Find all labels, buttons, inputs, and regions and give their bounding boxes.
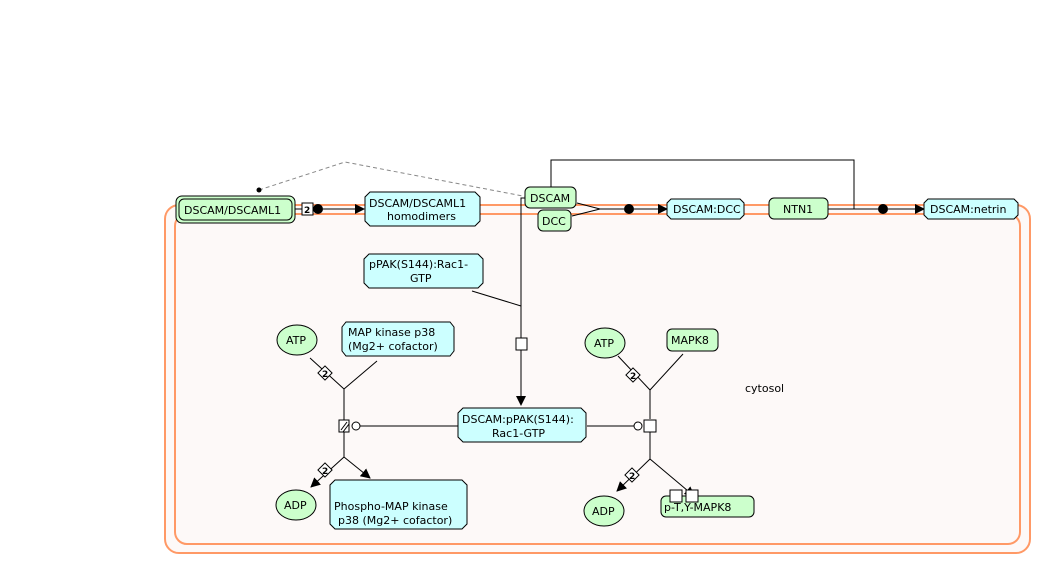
node-adp-left[interactable]: ADP: [275, 489, 317, 521]
node-ntn1[interactable]: NTN1: [768, 197, 829, 220]
svg-text:DSCAM/DSCAML1: DSCAM/DSCAML1: [369, 197, 466, 210]
reaction-netrin[interactable]: [878, 204, 888, 214]
svg-text:ADP: ADP: [592, 505, 615, 518]
cytosol-compartment[interactable]: [174, 213, 1021, 545]
svg-text:ATP: ATP: [594, 337, 614, 350]
node-atp-left[interactable]: ATP: [276, 324, 318, 356]
svg-text:MAPK8: MAPK8: [671, 334, 709, 347]
stoich-atp-right: 2: [625, 367, 641, 383]
node-atp-right[interactable]: ATP: [584, 327, 626, 359]
svg-text:DSCAM: DSCAM: [530, 192, 570, 205]
svg-text:DSCAM/DSCAML1: DSCAM/DSCAML1: [184, 204, 281, 217]
svg-text:homodimers: homodimers: [387, 210, 456, 223]
phospho-site-1: [669, 489, 683, 503]
svg-text:2: 2: [322, 467, 328, 477]
svg-text:2: 2: [629, 472, 635, 482]
svg-text:DSCAM:pPAK(S144):: DSCAM:pPAK(S144):: [462, 413, 574, 426]
node-ppak-rac1-gtp[interactable]: pPAK(S144):Rac1- GTP: [363, 253, 484, 289]
svg-text:2: 2: [322, 370, 328, 380]
stoich-adp-left: 2: [317, 462, 333, 478]
svg-text:2: 2: [304, 206, 310, 216]
node-adp-right[interactable]: ADP: [583, 495, 625, 527]
svg-text:DCC: DCC: [542, 215, 566, 228]
node-dscam-dscaml1[interactable]: DSCAM/DSCAML1: [175, 195, 296, 224]
svg-text:p-T,Y-MAPK8: p-T,Y-MAPK8: [664, 501, 731, 514]
svg-text:Rac1-GTP: Rac1-GTP: [492, 427, 545, 440]
node-dscam-netrin[interactable]: DSCAM:netrin: [923, 198, 1019, 220]
node-dcc[interactable]: DCC: [537, 209, 572, 232]
node-p-ty-mapk8[interactable]: p-T,Y-MAPK8: [660, 489, 755, 518]
reaction-mapk8-phosphorylation[interactable]: [643, 419, 657, 433]
node-phospho-map-kinase-p38[interactable]: Phospho-MAP kinase p38 (Mg2+ cofactor): [329, 479, 468, 530]
svg-text:DSCAM:netrin: DSCAM:netrin: [930, 203, 1006, 216]
node-dscam-dcc[interactable]: DSCAM:DCC: [666, 198, 745, 220]
phospho-site-2: [685, 489, 699, 503]
node-dscam-dscaml1-homodimers[interactable]: DSCAM/DSCAML1 homodimers: [364, 191, 481, 227]
svg-text:Phospho-MAP kinase: Phospho-MAP kinase: [334, 500, 448, 513]
svg-text:ADP: ADP: [284, 499, 307, 512]
node-mapk8[interactable]: MAPK8: [666, 328, 719, 352]
reaction-dimer[interactable]: [313, 204, 323, 214]
node-dscam[interactable]: DSCAM: [524, 186, 577, 209]
reaction-ppak-binding[interactable]: [515, 337, 528, 351]
cytosol-label: cytosol: [745, 382, 784, 395]
dashed-link: [258, 161, 529, 198]
node-dscam-ppak-rac1-gtp[interactable]: DSCAM:pPAK(S144): Rac1-GTP: [457, 407, 587, 443]
reaction-dscam-dcc[interactable]: [624, 204, 634, 214]
svg-text:p38 (Mg2+ cofactor): p38 (Mg2+ cofactor): [338, 514, 452, 527]
svg-text:NTN1: NTN1: [783, 203, 813, 216]
svg-text:DSCAM:DCC: DSCAM:DCC: [673, 203, 741, 216]
stoich-atp-left: 2: [317, 365, 333, 381]
svg-text:ATP: ATP: [286, 334, 306, 347]
svg-text:2: 2: [630, 372, 636, 382]
svg-text:(Mg2+ cofactor): (Mg2+ cofactor): [348, 340, 438, 353]
node-map-kinase-p38[interactable]: MAP kinase p38 (Mg2+ cofactor): [341, 321, 455, 357]
svg-text:MAP kinase p38: MAP kinase p38: [348, 326, 435, 339]
svg-text:GTP: GTP: [410, 272, 432, 285]
stoich-adp-right: 2: [624, 467, 640, 483]
svg-text:pPAK(S144):Rac1-: pPAK(S144):Rac1-: [369, 258, 468, 271]
